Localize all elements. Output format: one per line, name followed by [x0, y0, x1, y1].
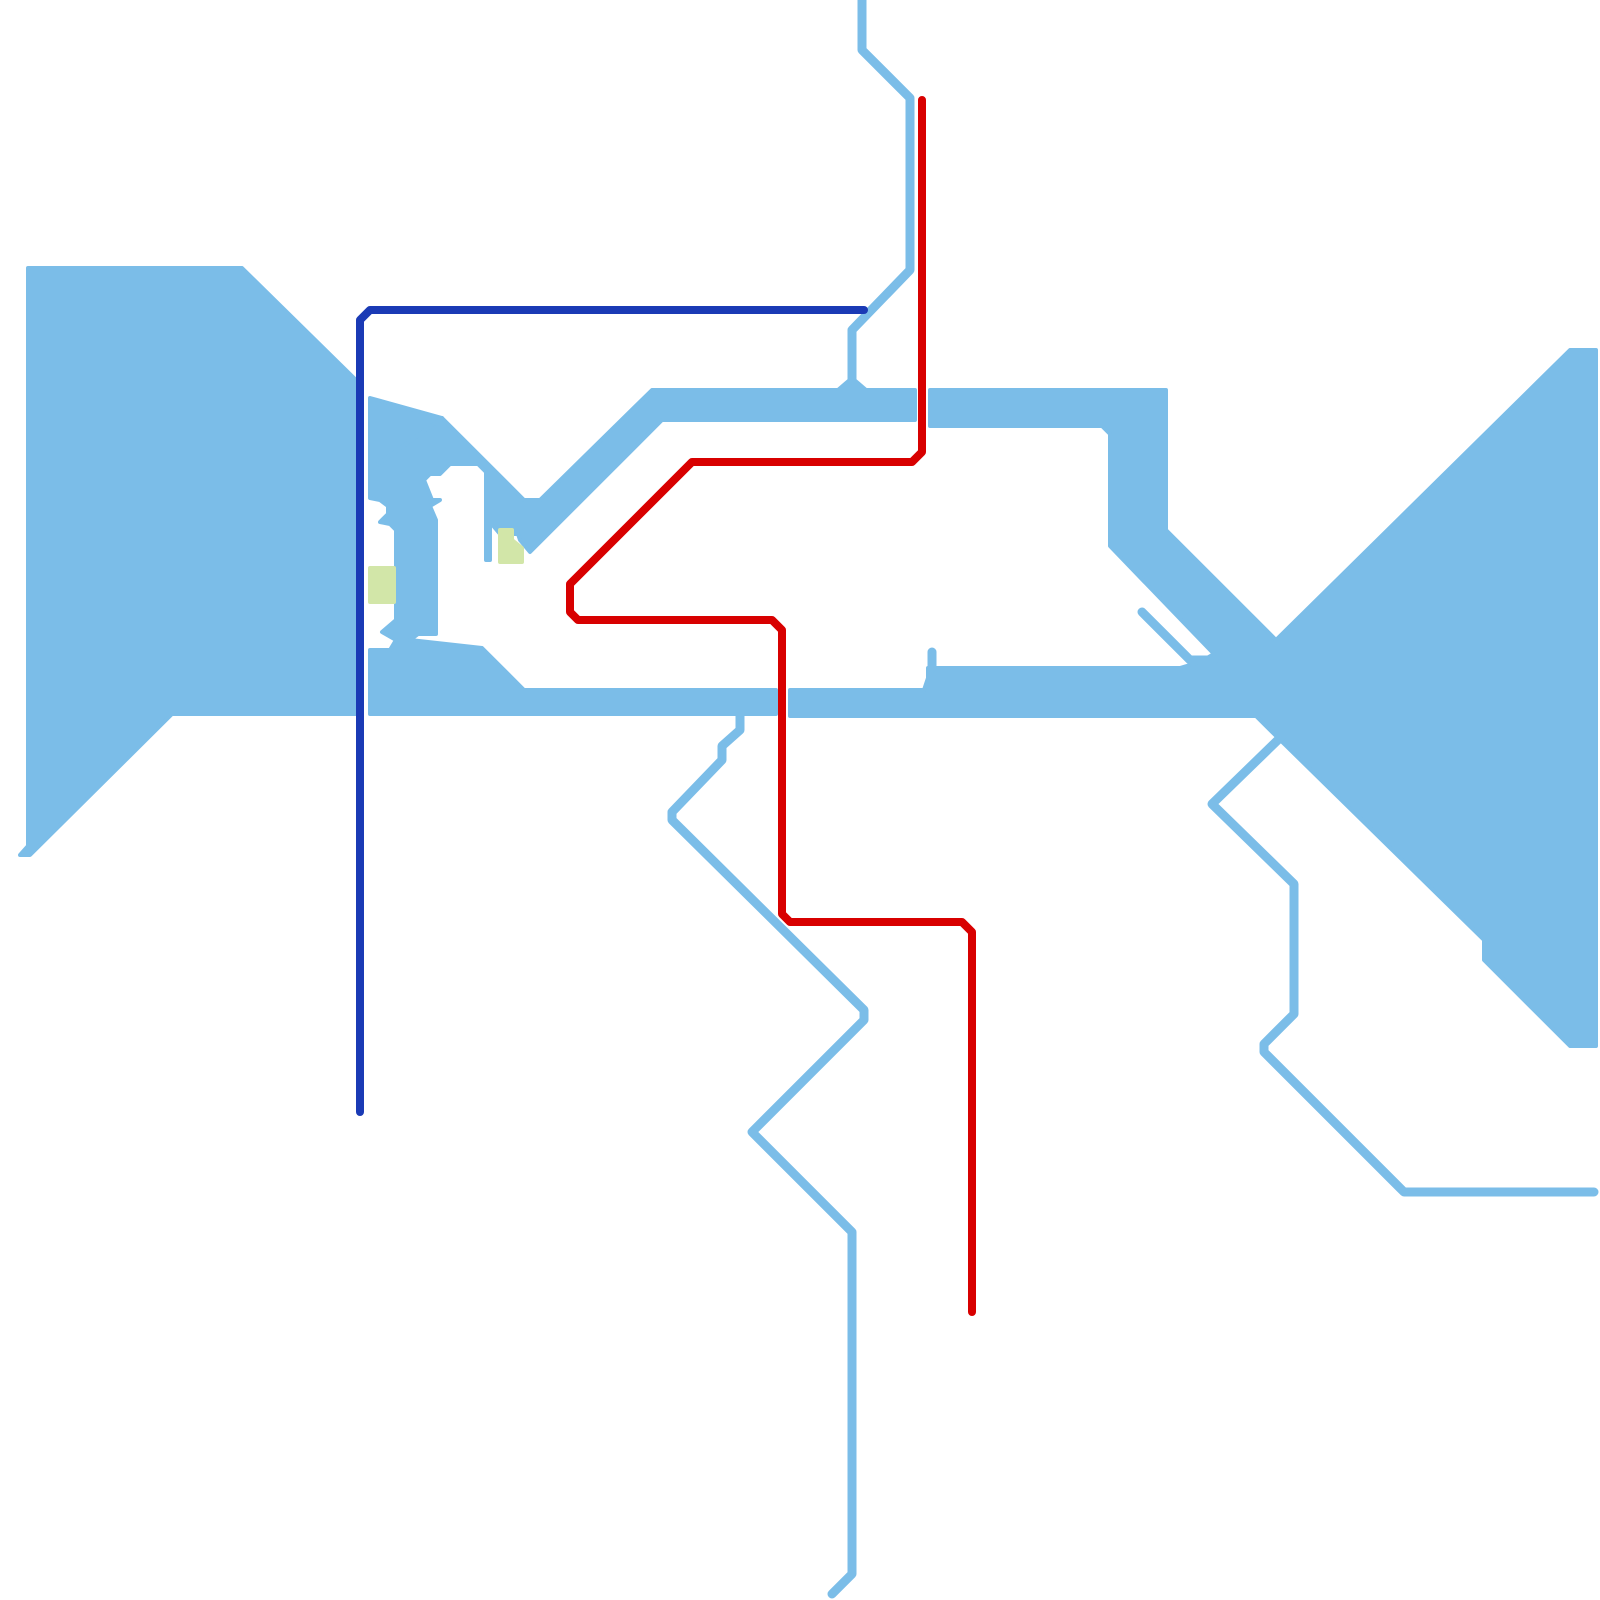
red-route — [566, 96, 976, 1316]
water-central-channel — [788, 348, 1598, 1048]
park-central — [498, 528, 524, 564]
water-left-lagoon — [18, 266, 358, 857]
parks-layer — [368, 528, 524, 604]
water-layer — [18, 266, 1598, 1048]
transit-routes-layer — [356, 96, 976, 1316]
park-west — [368, 566, 396, 604]
water-inlet-west — [368, 396, 444, 472]
river-east-creek — [1137, 607, 1219, 665]
rivers-layer — [667, 0, 1599, 1599]
river-south — [667, 711, 869, 1599]
river-southeast — [1207, 731, 1599, 1197]
blue-route — [356, 306, 868, 1116]
river-north — [847, 0, 915, 385]
water-central-bar — [370, 690, 776, 714]
